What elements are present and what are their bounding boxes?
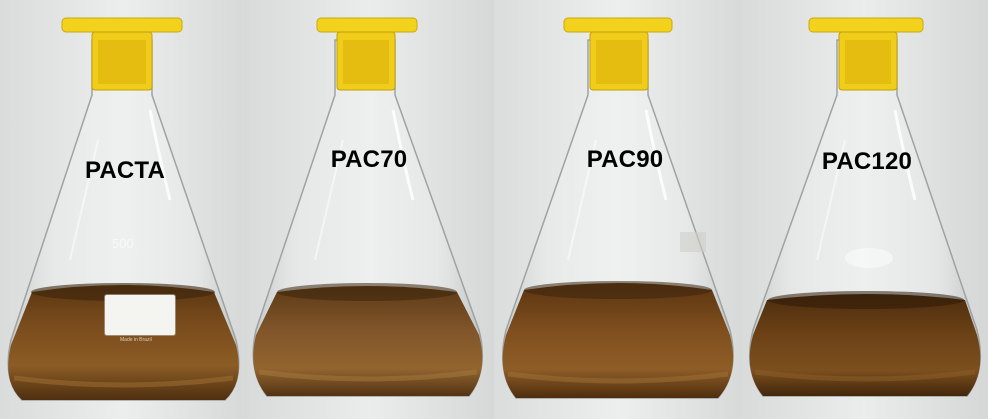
volume-mark: 500 xyxy=(112,236,134,251)
flask-panel-pac120: PAC120 xyxy=(741,0,988,419)
flask-label-pac70: PAC70 xyxy=(330,146,408,173)
flask-panel-pac90: PAC90 xyxy=(494,0,741,419)
flask-panel-pacta: Made in Brazil 500 PACTA xyxy=(0,0,247,419)
flask-label-pac90: PAC90 xyxy=(586,146,664,173)
flask-label-pacta: PACTA xyxy=(84,157,166,184)
flask-image-pac120 xyxy=(741,0,988,419)
flask-image-pacta xyxy=(0,0,247,419)
flask-image-pac90 xyxy=(494,0,741,419)
sticker-text: Made in Brazil xyxy=(120,337,152,343)
flask-label-sticker xyxy=(105,295,175,335)
flask-image-pac70 xyxy=(247,0,494,419)
flask-label-pac120: PAC120 xyxy=(821,148,913,175)
flask-panel-pac70: PAC70 xyxy=(247,0,494,419)
